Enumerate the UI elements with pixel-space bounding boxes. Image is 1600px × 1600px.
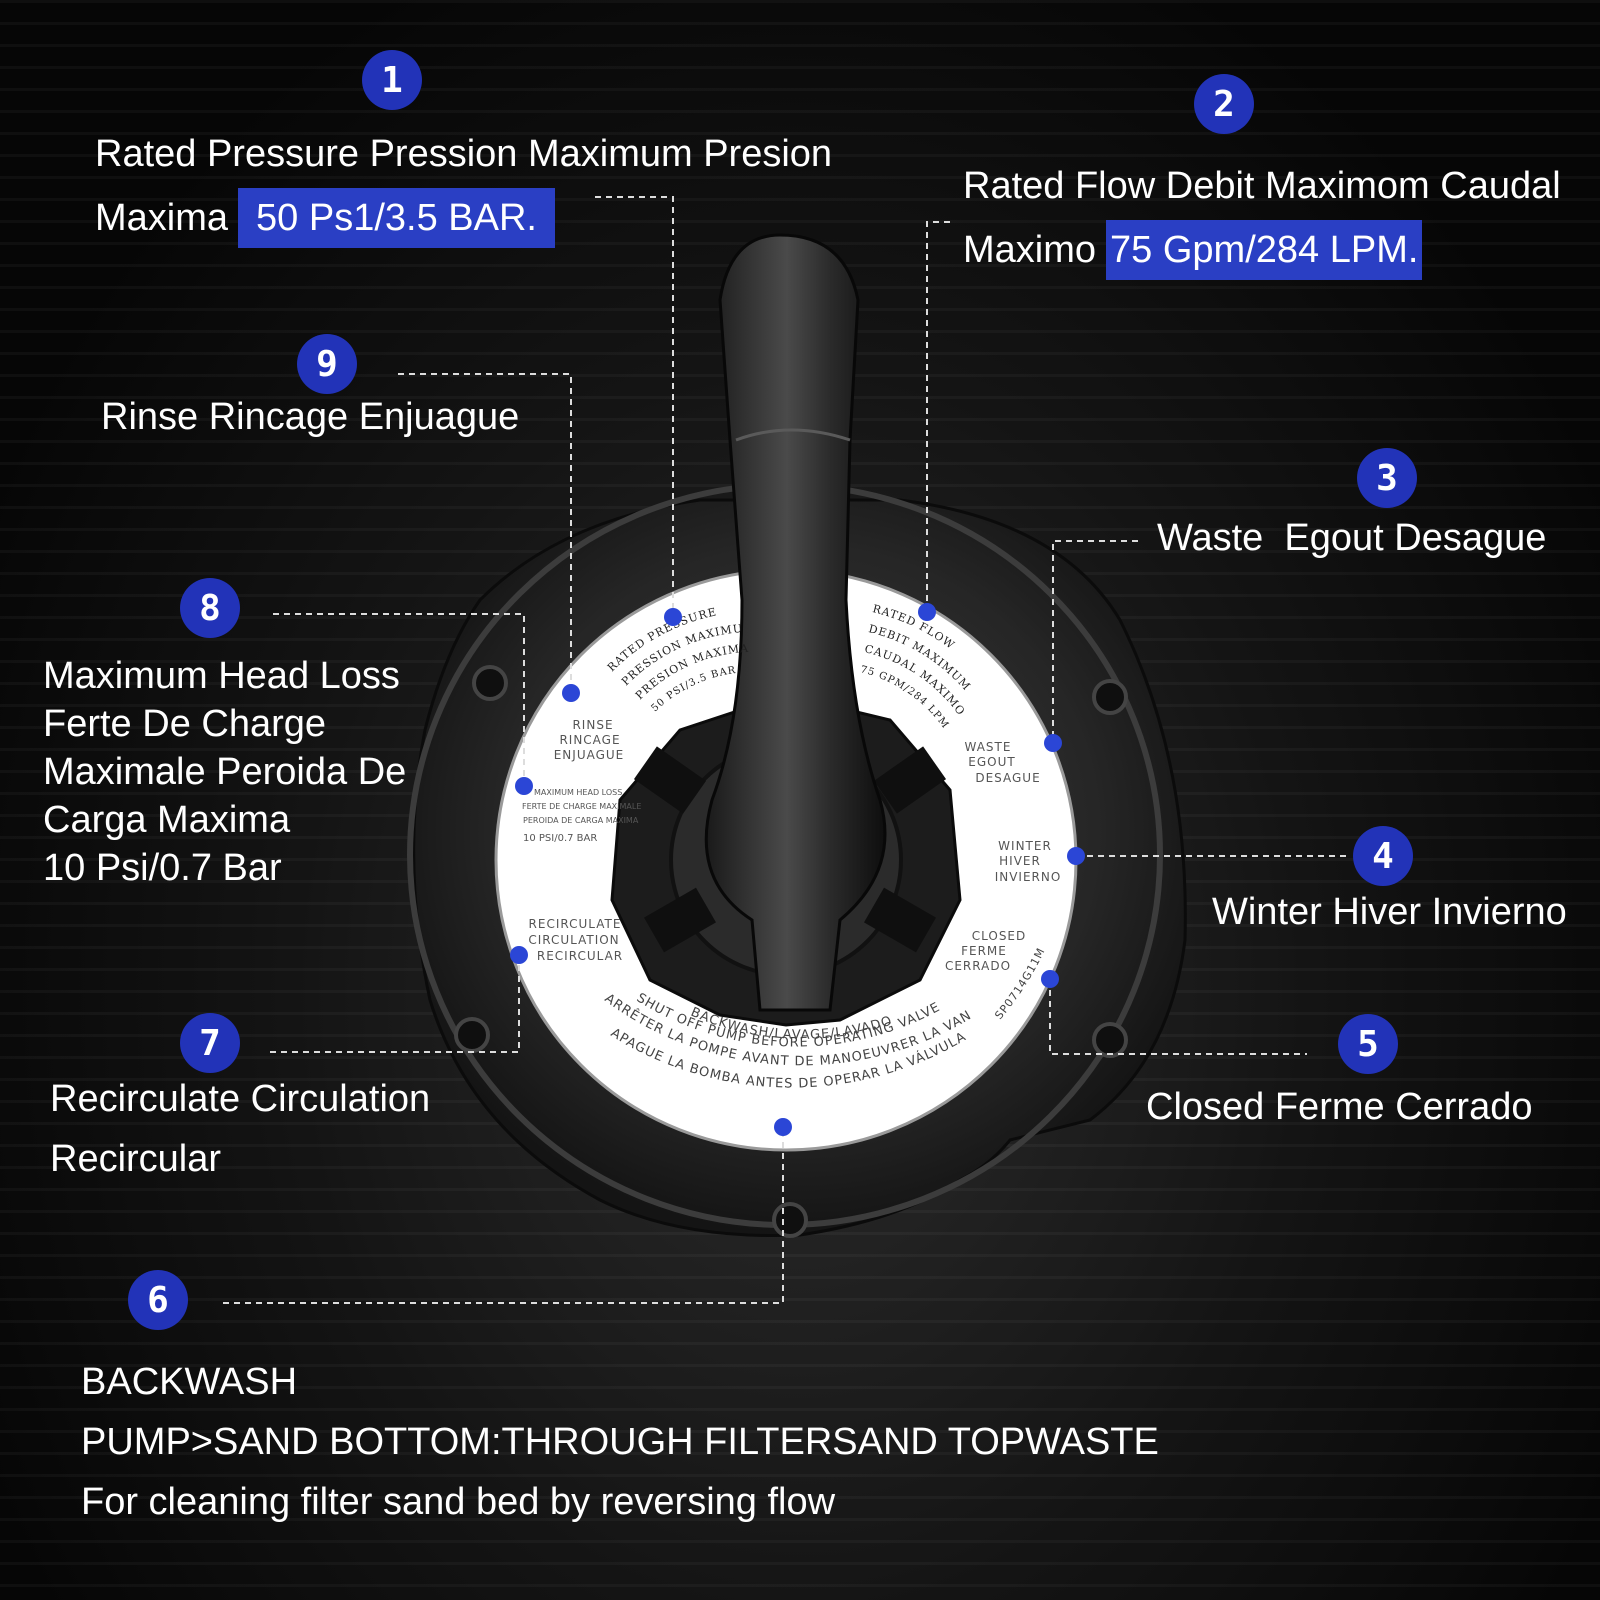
label-6-line2: PUMP>SAND BOTTOM:THROUGH FILTERSAND TOPW… [81,1421,1159,1463]
dial-rinse-2: RINCAGE [559,733,620,747]
badge-4: 4 [1353,826,1413,886]
dial-recirculate-2: CIRCULATION [528,933,619,947]
badge-5: 5 [1338,1014,1398,1074]
badge-3: 3 [1357,448,1417,508]
label-2-line1: Rated Flow Debit Maximom Caudal [963,165,1561,207]
marker-dot-1 [664,608,682,626]
marker-dot-4 [1067,847,1085,865]
badge-6: 6 [128,1270,188,1330]
dial-headloss-1: MAXIMUM HEAD LOSS [534,788,622,797]
leader-2 [926,221,950,612]
label-rated-pressure: Rated Pressure Pression Maximum Presion … [95,130,832,248]
badge-1: 1 [362,50,422,110]
label-backwash: BACKWASH PUMP>SAND BOTTOM:THROUGH FILTER… [81,1358,1159,1526]
dial-closed-2: FERME [961,944,1007,958]
label-rinse: Rinse Rincage Enjuague [101,396,520,438]
valve-handle [704,233,887,1012]
marker-dot-7 [510,946,528,964]
dial-waste-3: DESAGUE [975,771,1040,785]
dial-headloss-2: FERTE DE CHARGE MAXIMALE [522,802,641,811]
dial-headloss-3: PEROIDA DE CARGA MAXIMA [523,816,639,825]
label-8-line3: Maximale Peroida De [43,751,407,793]
marker-dot-2 [918,603,936,621]
leader-1 [595,196,674,617]
label-2-value: 75 Gpm/284 LPM. [1106,220,1423,280]
badge-7: 7 [180,1013,240,1073]
dial-closed-1: CLOSED [972,929,1027,943]
label-8-line4: Carga Maxima [43,799,291,841]
leader-7 [270,955,520,1053]
label-1-prefix: Maxima [95,197,229,239]
marker-dot-9 [562,684,580,702]
label-7-line1: Recirculate Circulation [50,1078,431,1120]
dial-winter-2: HIVER [999,854,1041,868]
marker-dot-8 [515,777,533,795]
label-2-prefix: Maximo [963,229,1097,271]
leader-5 [1049,979,1307,1055]
dial-recirculate-3: RECIRCULAR [537,949,623,963]
dial-winter-3: INVIERNO [995,870,1062,884]
label-recirculate: Recirculate Circulation Recircular [50,1075,430,1183]
marker-dot-3 [1044,734,1062,752]
label-7-line2: Recircular [50,1138,222,1180]
badge-9: 9 [297,334,357,394]
label-closed: Closed Ferme Cerrado [1146,1086,1533,1128]
label-6-line1: BACKWASH [81,1361,298,1403]
dial-recirculate-1: RECIRCULATE [529,917,622,931]
label-1-line1: Rated Pressure Pression Maximum Presion [95,133,833,175]
label-head-loss: Maximum Head Loss Ferte De Charge Maxima… [43,652,406,892]
dial-closed-3: CERRADO [945,959,1011,973]
label-1-value: 50 Ps1/3.5 BAR. [238,188,555,248]
dial-headloss-4: 10 PSI/0.7 BAR [523,833,597,844]
label-winter: Winter Hiver Invierno [1212,891,1567,933]
leader-9 [398,373,572,693]
dial-rinse-3: ENJUAGUE [554,748,625,762]
badge-2: 2 [1194,74,1254,134]
label-6-line3: For cleaning filter sand bed by reversin… [81,1481,836,1523]
label-8-line1: Maximum Head Loss [43,655,400,697]
leader-8 [273,613,525,786]
dial-rinse-1: RINSE [572,718,613,732]
marker-dot-5 [1041,970,1059,988]
dial-waste-2: EGOUT [968,755,1015,769]
dial-winter-1: WINTER [998,839,1052,853]
label-8-line2: Ferte De Charge [43,703,327,745]
dial-waste-1: WASTE [965,740,1012,754]
badge-8: 8 [180,578,240,638]
marker-dot-6 [774,1118,792,1136]
label-waste: Waste Egout Desague [1157,517,1547,559]
label-8-line5: 10 Psi/0.7 Bar [43,847,282,889]
